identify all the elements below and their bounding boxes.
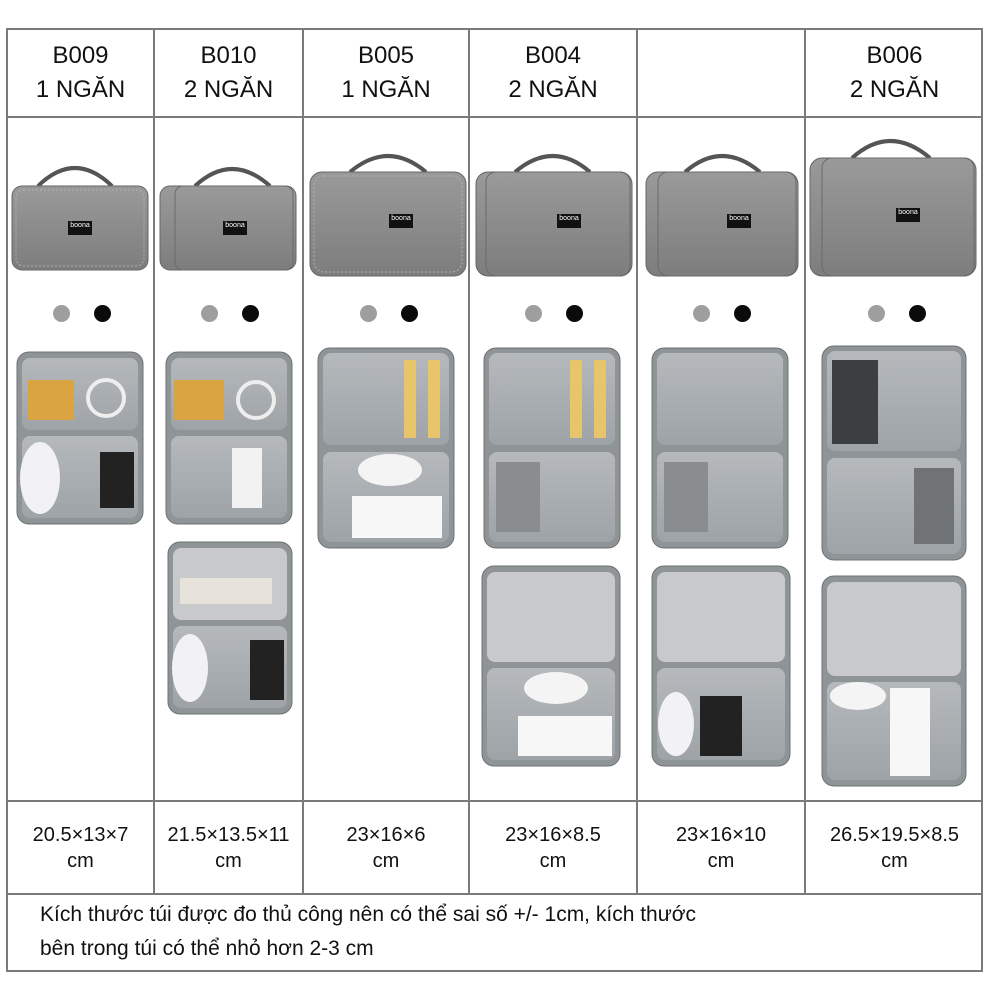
dimensions: 21.5×13.5×11 (167, 824, 290, 846)
size-cell-b005: 23×16×6 cm (304, 802, 468, 894)
unit: cm (707, 850, 735, 872)
model-header-b004: B004 2 NGĂN (470, 30, 636, 116)
measurement-note: Kích thước túi được đo thủ công nên có t… (40, 898, 920, 966)
spec-table (6, 28, 983, 972)
color-swatch-black[interactable] (566, 305, 583, 322)
model-code: B006 (866, 42, 923, 69)
brand-logo: boona (559, 215, 579, 222)
size-cell-b010: 21.5×13.5×11 cm (155, 802, 302, 894)
model-header-b009: B009 1 NGĂN (8, 30, 153, 116)
color-swatch-grey[interactable] (868, 305, 885, 322)
color-swatch-black[interactable] (401, 305, 418, 322)
note-line-2: bên trong túi có thể nhỏ hơn 2-3 cm (40, 937, 374, 960)
note-line-1: Kích thước túi được đo thủ công nên có t… (40, 903, 697, 926)
size-cell-b004: 23×16×8.5 cm (470, 802, 636, 894)
size-cell-b009: 20.5×13×7 cm (8, 802, 153, 894)
dimensions: 23×16×6 (346, 824, 426, 846)
model-code: B005 (357, 42, 415, 69)
color-swatch-grey[interactable] (525, 305, 542, 322)
color-swatch-black[interactable] (242, 305, 259, 322)
bag-photo-b010 (159, 167, 297, 271)
brand-logo: boona (898, 209, 918, 216)
column-divider (302, 28, 304, 894)
compartment-count: 2 NGĂN (508, 76, 598, 103)
unit: cm (539, 850, 567, 872)
brand-logo: boona (225, 222, 245, 229)
header-divider (6, 116, 983, 118)
column-divider (636, 28, 638, 894)
dimensions: 23×16×8.5 (505, 824, 601, 846)
color-swatch-grey[interactable] (201, 305, 218, 322)
model-code: B009 (52, 42, 109, 69)
color-swatch-grey[interactable] (53, 305, 70, 322)
size-row-divider (6, 800, 983, 802)
interior-photo-b005 (317, 347, 455, 549)
bag-photo-b005 (309, 154, 467, 277)
brand-logo: boona (391, 215, 411, 222)
color-swatch-grey[interactable] (360, 305, 377, 322)
unit: cm (215, 850, 242, 872)
unit: cm (372, 850, 400, 872)
dimensions: 20.5×13×7 (32, 824, 129, 846)
unit: cm (67, 850, 94, 872)
unit: cm (881, 850, 908, 872)
interior-photo-column-5 (651, 347, 791, 767)
size-cell-b006: 26.5×19.5×8.5 cm (806, 802, 983, 894)
column-divider (153, 28, 155, 894)
model-code: B010 (200, 42, 257, 69)
interior-photo-b004 (481, 347, 621, 767)
bag-photo-b004 (475, 154, 633, 277)
compartment-count: 1 NGĂN (341, 76, 431, 103)
compartment-count: 2 NGĂN (849, 76, 940, 103)
color-swatch-black[interactable] (734, 305, 751, 322)
model-header-b005: B005 1 NGĂN (304, 30, 468, 116)
dimensions: 23×16×10 (675, 824, 767, 846)
size-cell-column-5: 23×16×10 cm (638, 802, 804, 894)
compartment-count: 1 NGĂN (35, 76, 126, 103)
column-divider (804, 28, 806, 894)
color-swatch-grey[interactable] (693, 305, 710, 322)
bag-photo-b006 (809, 139, 977, 277)
bag-photo-b009 (11, 166, 149, 271)
interior-photo-b006 (821, 345, 967, 787)
model-header-b010: B010 2 NGĂN (155, 30, 302, 116)
model-header-b006: B006 2 NGĂN (806, 30, 983, 116)
brand-logo: boona (729, 215, 749, 222)
brand-logo: boona (70, 222, 90, 229)
dimensions: 26.5×19.5×8.5 (829, 824, 959, 846)
model-code: B004 (524, 42, 582, 69)
interior-photo-b010 (165, 351, 293, 715)
column-divider (468, 28, 470, 894)
color-swatch-black[interactable] (909, 305, 926, 322)
note-divider (6, 893, 983, 895)
bag-photo-column-5 (645, 154, 799, 277)
compartment-count: 2 NGĂN (183, 76, 274, 103)
color-swatch-black[interactable] (94, 305, 111, 322)
interior-photo-b009 (16, 351, 144, 525)
